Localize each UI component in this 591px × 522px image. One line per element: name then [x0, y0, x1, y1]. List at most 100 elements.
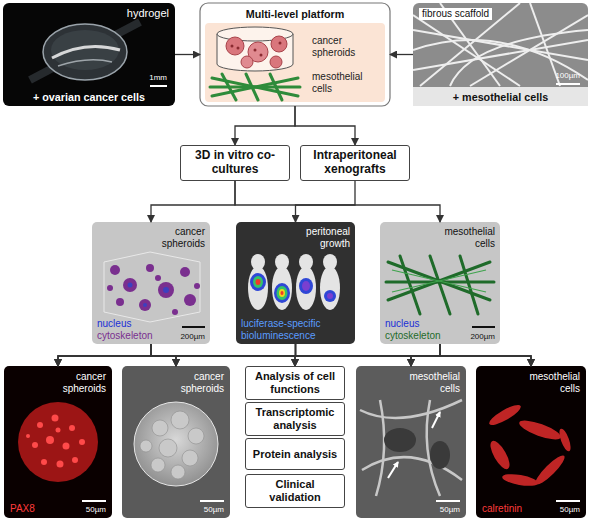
- flow-connector: [151, 181, 235, 222]
- spheroid-confocal-part-part: [128, 283, 133, 288]
- pax8-stain-part-part: [56, 428, 61, 433]
- panel-label: mesothelial cells: [437, 226, 495, 249]
- scaffold-sem: [413, 3, 588, 106]
- mice-imaging-part: [236, 222, 355, 344]
- mesothelial-sem-part: [388, 412, 440, 478]
- scaffold-sem-part-part: [413, 15, 520, 86]
- hydrogel-photo-part: [30, 22, 140, 80]
- pax8-stain-part-part: [46, 436, 54, 444]
- panel-label: peritoneal growth: [292, 226, 350, 249]
- mesothelial-sem-part-part: [432, 412, 440, 428]
- process-box: Intraperitoneal xenografts: [300, 145, 410, 181]
- spheroid-sem-part: [140, 411, 204, 479]
- spheroid-confocal-part-part: [139, 299, 151, 311]
- panel-label: cancer spheroids: [143, 226, 205, 249]
- hydrogel-photo-part: [150, 85, 167, 87]
- mesothelial-sem-part: [356, 366, 466, 518]
- calretinin-stain-part-part: [487, 438, 513, 472]
- spheroid-confocal-part-part: [146, 264, 154, 272]
- mice-imaging-part-part: [296, 266, 316, 310]
- platform-illustration-part: [260, 54, 263, 57]
- mesothelial-confocal: [380, 222, 500, 344]
- pax8-stain-part-part: [63, 443, 70, 450]
- mice-imaging-part-part: [274, 283, 290, 303]
- box-label: Analysis of cell functions: [251, 370, 339, 395]
- panel-label: fibrous scaffold: [419, 8, 492, 20]
- box-label: Transcriptomic analysis: [251, 406, 339, 431]
- image-panel: peritoneal growthluciferase-specific bio…: [236, 222, 355, 344]
- spheroid-confocal-part-part: [143, 303, 147, 307]
- panel-label: hydrogel: [127, 7, 169, 20]
- mice-imaging-part-part: [324, 290, 336, 302]
- spheroid-confocal-part-part: [163, 287, 169, 293]
- panel-label: + ovarian cancer cells: [3, 91, 175, 103]
- mesothelial-confocal-part: [472, 326, 495, 328]
- mesothelial-confocal-part: [392, 270, 486, 292]
- calretinin-stain-part-part: [487, 402, 523, 429]
- spheroid-confocal-part-part: [184, 294, 196, 306]
- panel-label: 100µm: [555, 71, 580, 80]
- panel-label: nucleus: [97, 318, 131, 330]
- scaffold-sem-part: [413, 3, 588, 86]
- box-label: Clinical validation: [251, 478, 339, 503]
- platform-illustration-part: [279, 42, 282, 45]
- hydrogel-photo-part: [51, 30, 119, 70]
- calretinin-stain: [476, 366, 586, 518]
- mesothelial-sem-part: [436, 500, 460, 502]
- calretinin-stain-part-part: [501, 472, 538, 488]
- mesothelial-confocal-part-part: [392, 270, 486, 292]
- mesothelial-sem-part: [360, 400, 462, 496]
- flow-connector: [176, 344, 440, 366]
- panel-label: 200µm: [180, 332, 205, 341]
- panel-label: Multi-level platform: [200, 8, 390, 20]
- mesothelial-confocal-part-part: [430, 256, 450, 314]
- flow-connector: [151, 344, 531, 366]
- mesothelial-sem-part-part: [388, 462, 398, 478]
- panel-label: nucleus: [385, 318, 419, 330]
- pax8-stain-part-part: [41, 459, 47, 465]
- pax8-stain-part: [18, 402, 98, 482]
- pax8-stain-part-part: [32, 442, 38, 448]
- spheroid-sem-part-part: [171, 411, 189, 429]
- spheroid-confocal-part-part: [107, 285, 113, 291]
- spheroid-sem-part-part: [171, 465, 185, 479]
- panel-label: 50µm: [204, 505, 224, 514]
- image-panel: cancer spheroidsnucleuscytoskeleton200µm: [92, 222, 210, 344]
- spheroid-sem-part-part: [182, 450, 198, 466]
- panel-label: PAX8: [10, 503, 35, 515]
- platform-illustration-part: [210, 74, 300, 100]
- flow-connector: [175, 54, 200, 55]
- hydrogel-photo-part: [43, 24, 127, 80]
- image-panel: cancer spheroidsPAX850µm: [4, 366, 112, 518]
- image-panel: mesothelial cellsnucleuscytoskeleton200µ…: [380, 222, 500, 344]
- platform-illustration-part: [241, 56, 253, 68]
- panel-label: mesothelial cells: [402, 371, 460, 394]
- spheroid-confocal-part-part: [110, 265, 120, 275]
- scaffold-sem-part: [556, 83, 580, 85]
- spheroid-sem-part: [134, 402, 218, 486]
- mice-imaging: [236, 222, 355, 344]
- pax8-stain-part: [82, 500, 106, 502]
- mice-imaging-part-part: [327, 293, 333, 299]
- pax8-stain-part-part: [69, 425, 75, 431]
- panel-label: 50µm: [560, 505, 580, 514]
- pax8-stain-part-part: [52, 415, 59, 422]
- calretinin-stain-part: [487, 402, 573, 488]
- flow-connector: [235, 106, 295, 145]
- platform-illustration-part-part: [210, 86, 300, 89]
- panel-label: cytoskeleton: [385, 330, 441, 342]
- spheroid-sem-part-part: [140, 440, 152, 452]
- scaffold-sem-part-part: [413, 40, 588, 70]
- panel-label: + mesothelial cells: [413, 91, 588, 103]
- process-box: 3D in vitro co-cultures: [180, 145, 290, 181]
- panel-label: calretinin: [482, 503, 522, 515]
- mesothelial-sem-part-part: [430, 441, 450, 469]
- box-label: Protein analysis: [253, 448, 337, 461]
- flow-connector: [295, 344, 440, 366]
- image-panel: hydrogel1mm+ ovarian cancer cells: [3, 3, 175, 106]
- spheroid-confocal-part-part: [123, 278, 137, 292]
- mice-imaging-part-part: [302, 281, 310, 291]
- flow-connector: [235, 181, 440, 222]
- spheroid-sem: [122, 366, 230, 518]
